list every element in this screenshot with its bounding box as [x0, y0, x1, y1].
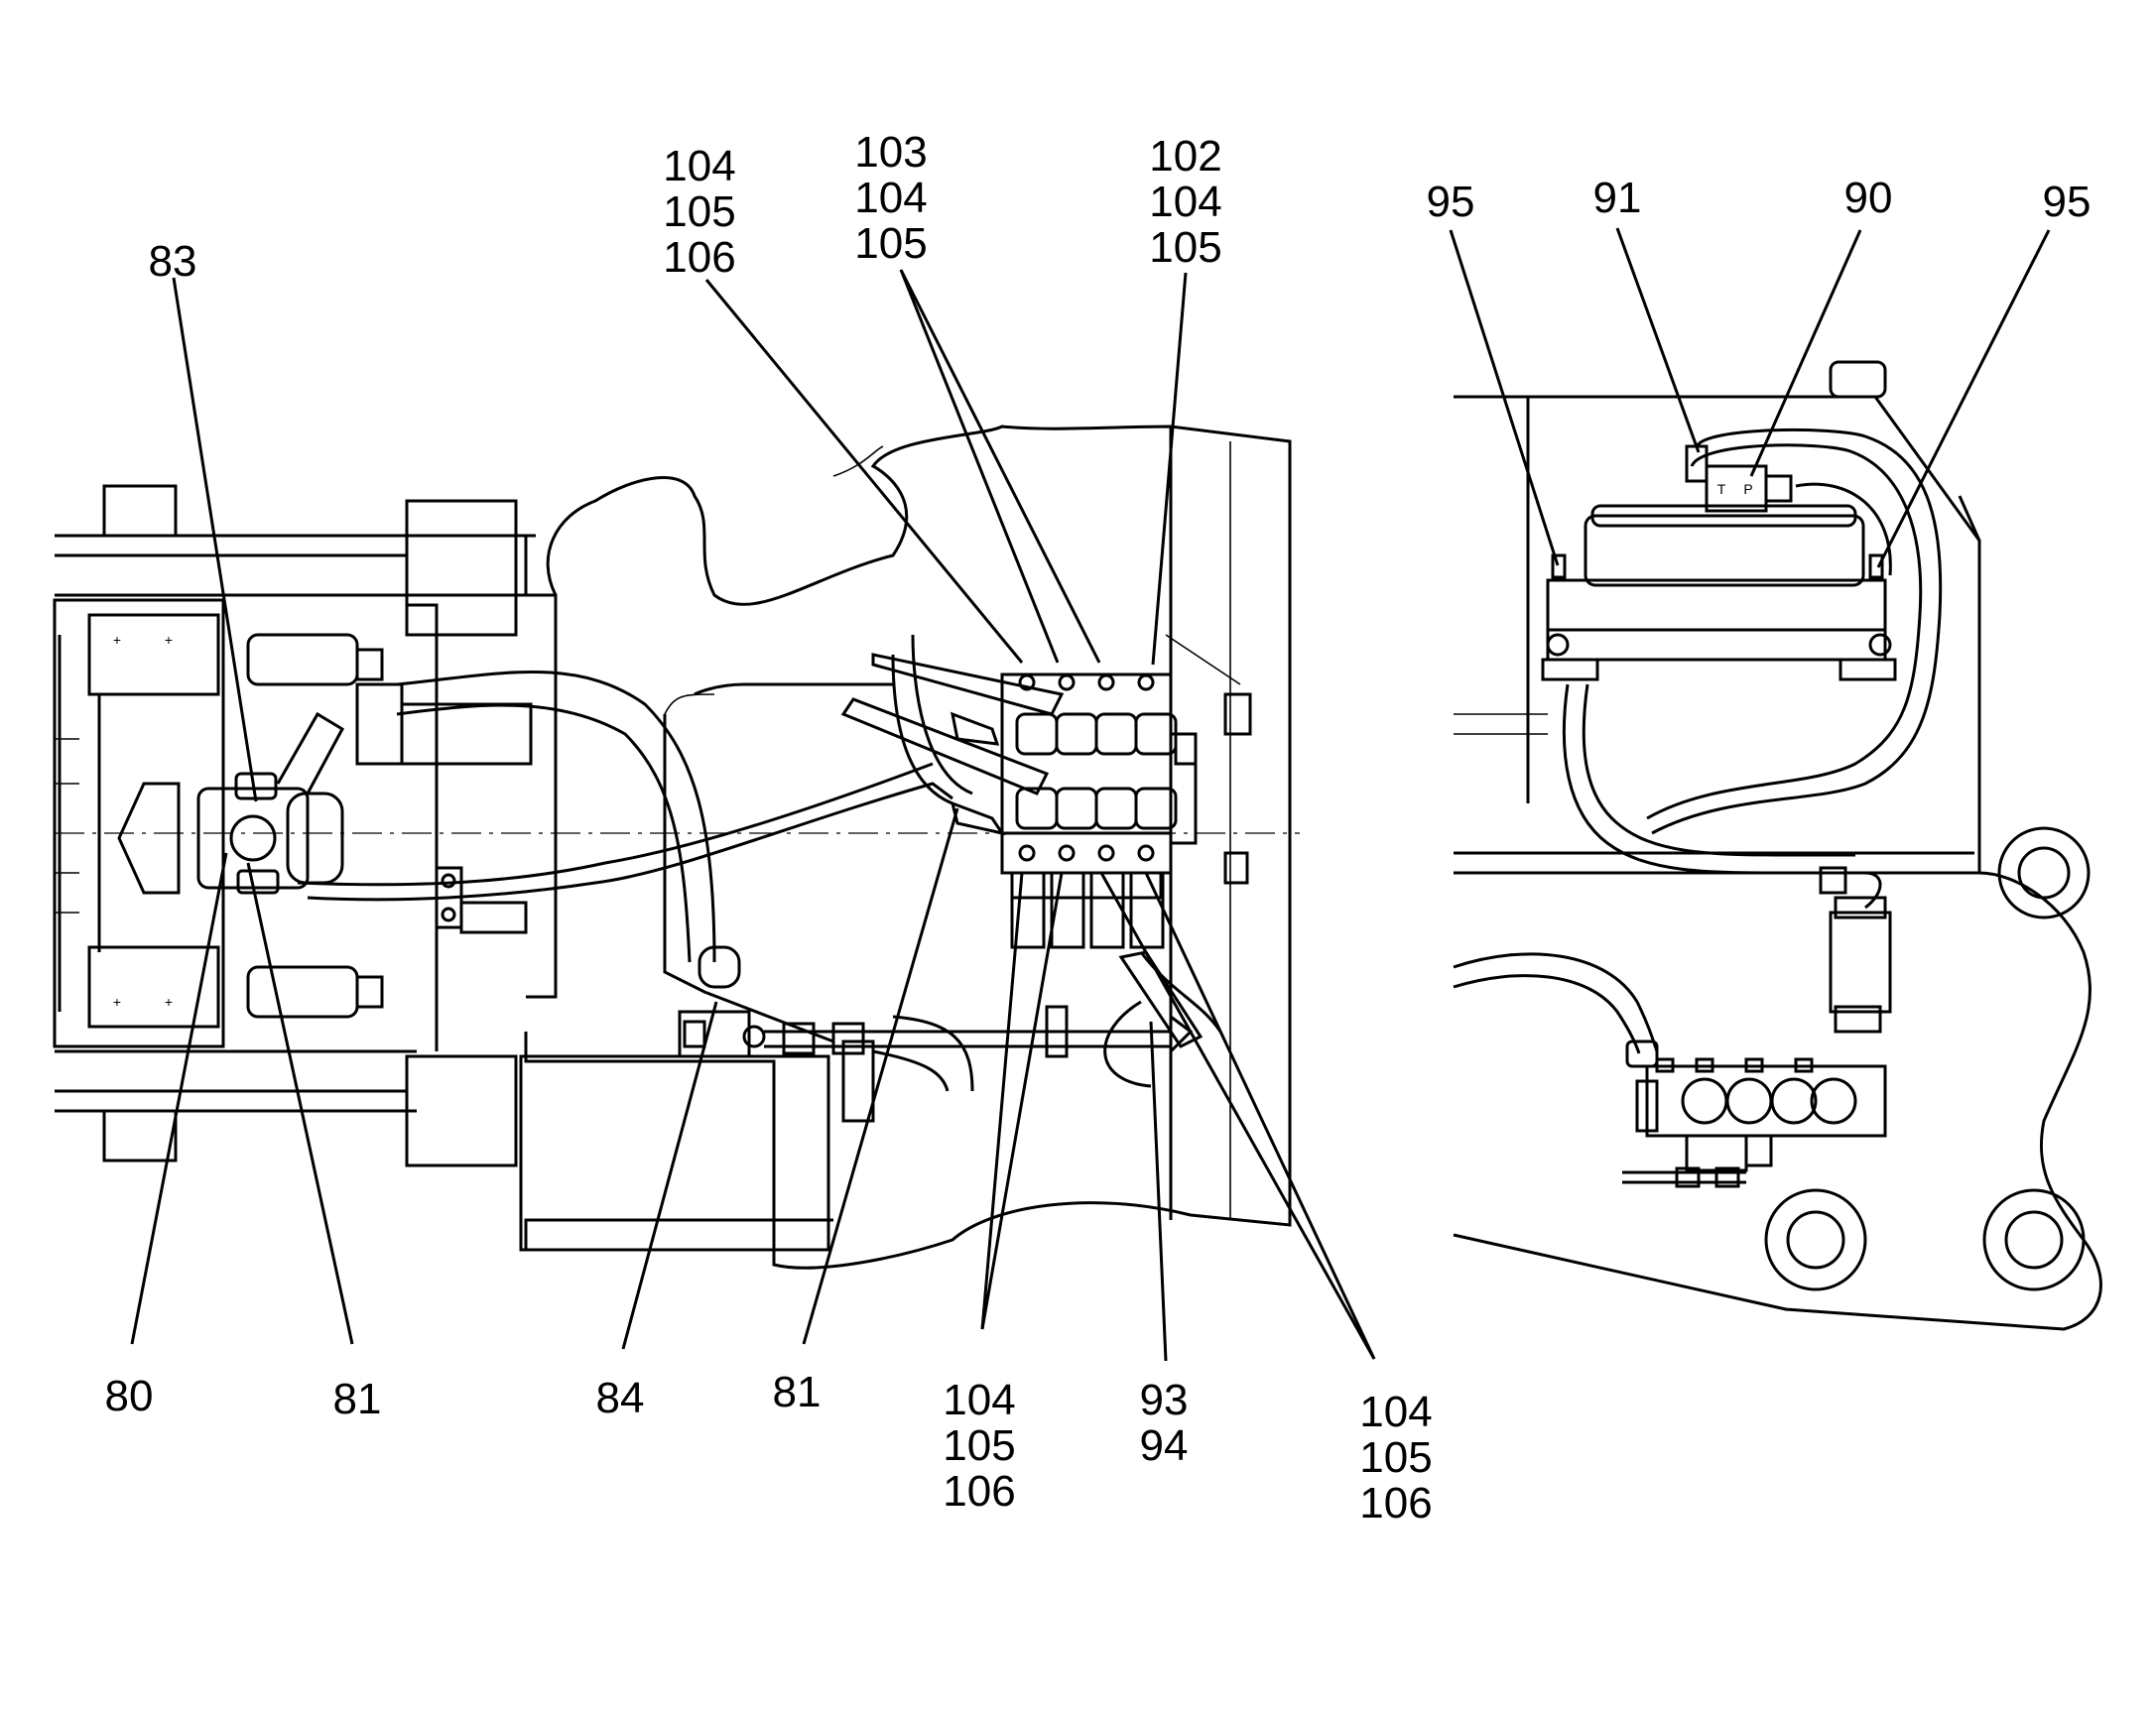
callout-104-top-middle: 104: [854, 174, 927, 222]
leader-lines: [130, 227, 2051, 1362]
callout-95-left: 95: [1427, 178, 1475, 226]
callout-90: 90: [1844, 174, 1893, 222]
tank-port-mark: T: [1717, 481, 1726, 497]
callout-104-bottom-middle: 104: [943, 1376, 1015, 1424]
main-view: + + + +: [53, 425, 1300, 1270]
callout-84: 84: [596, 1374, 645, 1422]
svg-text:+: +: [165, 632, 173, 648]
svg-text:+: +: [165, 994, 173, 1010]
callout-94: 94: [1140, 1421, 1189, 1470]
callout-81-center: 81: [773, 1368, 822, 1416]
callout-103-top-middle: 103: [854, 128, 927, 177]
callout-95-right: 95: [2043, 178, 2092, 226]
callout-105-top-middle: 105: [854, 219, 927, 268]
callout-labels: 83 80 81 84 81 104 105 106 103 104 105 1…: [105, 128, 2092, 1528]
callout-81-left: 81: [333, 1375, 382, 1423]
pressure-port-mark: P: [1743, 481, 1752, 497]
callout-106-top-left: 106: [663, 233, 735, 282]
callout-104-top-right: 104: [1149, 178, 1221, 226]
callout-93: 93: [1140, 1376, 1189, 1424]
callout-106-bottom-middle: 106: [943, 1467, 1015, 1516]
callout-106-bottom-right: 106: [1359, 1479, 1432, 1528]
svg-text:+: +: [113, 994, 121, 1010]
callout-80: 80: [105, 1372, 154, 1420]
main-control-valve: [1000, 673, 1222, 1048]
callout-105-top-right: 105: [1149, 223, 1221, 272]
svg-text:+: +: [113, 632, 121, 648]
side-view: T P: [1453, 360, 2102, 1331]
callout-105-bottom-middle: 105: [943, 1421, 1015, 1470]
callout-102-top-right: 102: [1149, 132, 1221, 181]
callout-104-bottom-right: 104: [1359, 1388, 1432, 1436]
callout-104-top-left: 104: [663, 142, 735, 190]
callout-105-bottom-right: 105: [1359, 1433, 1432, 1482]
callout-91: 91: [1593, 174, 1642, 222]
callout-83: 83: [149, 237, 197, 286]
callout-105-top-left: 105: [663, 187, 735, 236]
